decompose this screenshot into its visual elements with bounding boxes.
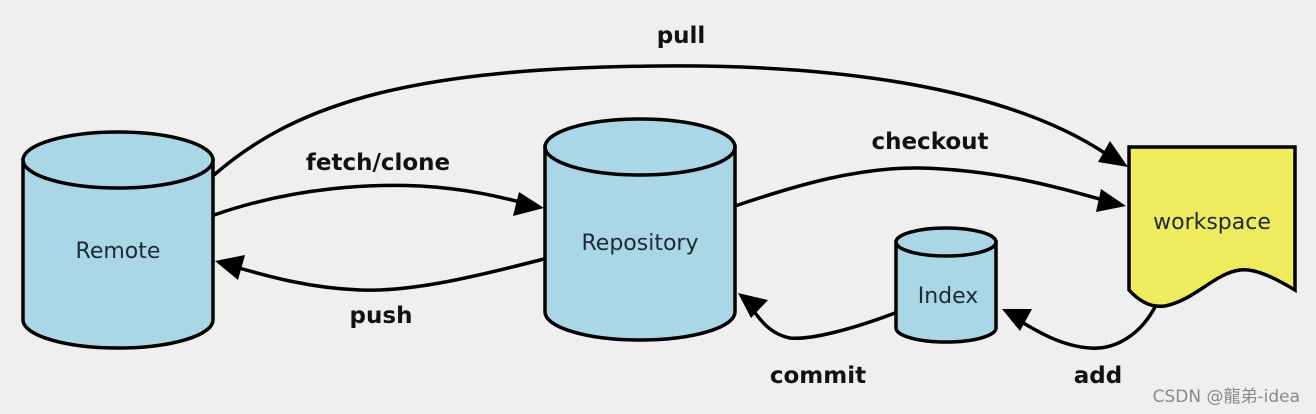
watermark: CSDN @龍弟-idea — [1153, 387, 1300, 407]
edge-checkout-line — [734, 166, 1111, 208]
edge-commit-line — [748, 304, 896, 341]
edge-commit — [738, 293, 896, 341]
remote-label: Remote — [76, 239, 161, 264]
edge-label-push: push — [350, 303, 413, 329]
index-label: Index — [918, 284, 979, 309]
index-cylinder-top — [894, 226, 998, 258]
edge-checkout — [734, 166, 1126, 212]
edge-push — [215, 255, 545, 292]
edge-label-add: add — [1074, 363, 1122, 389]
node-repository: Repository — [543, 117, 737, 342]
edge-push-arrowhead — [215, 255, 245, 280]
edge-fetch-clone — [213, 183, 544, 217]
edge-pull-arrowhead — [1098, 141, 1128, 167]
repository-cylinder-body — [543, 145, 737, 342]
edge-fetch-clone-line — [213, 183, 529, 217]
edge-add-arrowhead — [1002, 309, 1032, 331]
workspace-label: workspace — [1153, 210, 1271, 235]
edge-push-line — [231, 257, 545, 292]
edge-label-checkout: checkout — [871, 129, 988, 155]
index-cylinder-body — [894, 240, 998, 344]
node-index: Index — [894, 226, 998, 344]
edge-pull-line — [212, 64, 1114, 177]
edge-add — [1002, 306, 1157, 350]
workspace-document-shape — [1127, 145, 1297, 309]
edge-fetch-clone-arrowhead — [513, 192, 544, 216]
remote-cylinder-body — [21, 158, 215, 350]
repository-label: Repository — [582, 231, 699, 256]
edge-commit-arrowhead — [738, 293, 768, 318]
node-remote: Remote — [21, 130, 215, 350]
repository-cylinder-top — [543, 117, 737, 177]
node-workspace: workspace — [1127, 145, 1297, 309]
edge-label-pull: pull — [657, 23, 706, 49]
edge-label-commit: commit — [770, 363, 866, 389]
edge-checkout-arrowhead — [1096, 189, 1126, 212]
edge-label-fetch-clone: fetch/clone — [306, 150, 450, 176]
edge-add-line — [1014, 306, 1157, 350]
remote-cylinder-top — [21, 130, 215, 190]
edge-pull — [212, 64, 1128, 177]
